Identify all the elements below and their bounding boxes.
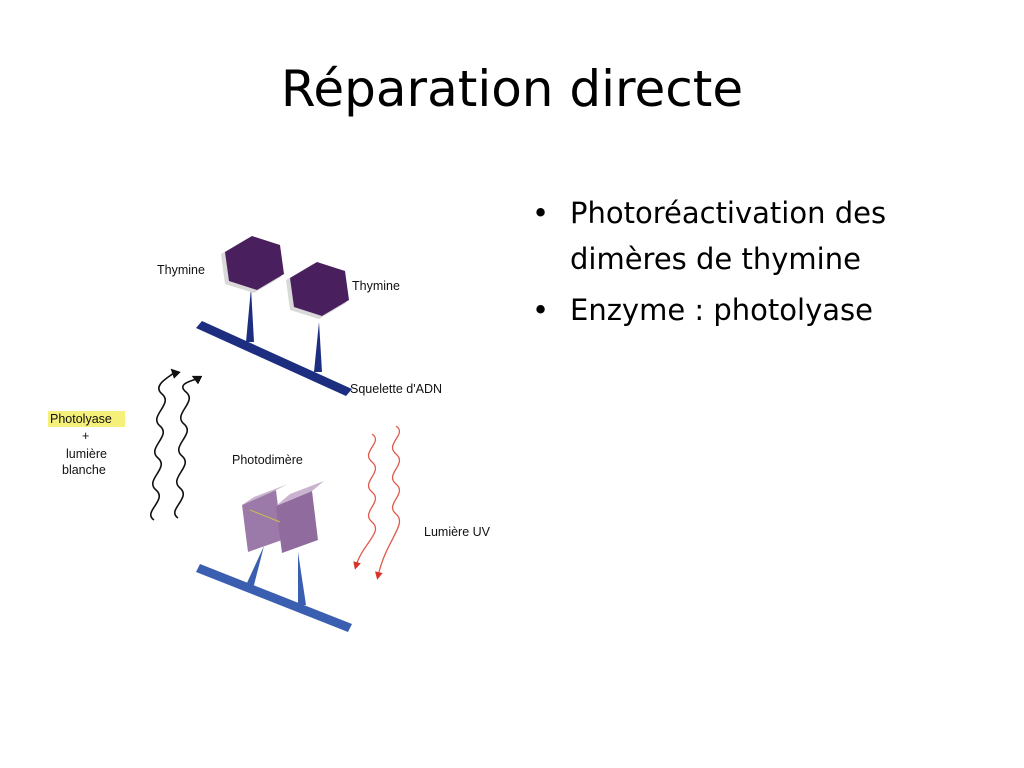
dna-backbone-top xyxy=(196,321,352,396)
photodimer-block-left xyxy=(242,490,282,552)
white-light-wave-outer xyxy=(150,368,181,521)
label-uv-light: Lumière UV xyxy=(424,525,491,539)
thymine-hexagon-right xyxy=(290,262,349,316)
bullet-text: Photoréactivation des dimères de thymine xyxy=(570,196,887,277)
bottom-dna-strand xyxy=(196,481,352,632)
dimer-stalk-right xyxy=(298,552,306,605)
bullet-item-photoreactivation: • Photoréactivation des dimères de thymi… xyxy=(532,190,992,283)
uv-wave-inner xyxy=(353,433,377,570)
label-thymine-right: Thymine xyxy=(352,279,400,293)
bullet-item-enzyme: • Enzyme : photolyase xyxy=(532,287,992,333)
dimer-stalk-left xyxy=(246,546,264,585)
photolyase-highlight xyxy=(48,411,125,427)
label-white-light-line2: blanche xyxy=(62,463,106,477)
dna-backbone-bottom xyxy=(196,564,352,632)
thymine-stalk-right xyxy=(314,322,322,372)
bullet-marker: • xyxy=(532,196,550,230)
photoreactivation-diagram: Thymine Thymine Squelette d'ADN Photolya… xyxy=(48,236,491,632)
thymine-hexagon-left xyxy=(225,236,284,290)
photodimer-block-right-top xyxy=(276,481,324,506)
label-white-light-line1: lumière xyxy=(66,447,107,461)
bullet-marker: • xyxy=(532,292,550,327)
label-photodimer: Photodimère xyxy=(232,453,303,467)
label-thymine-left: Thymine xyxy=(157,263,205,277)
white-light-wave-inner xyxy=(174,375,203,519)
slide-title: Réparation directe xyxy=(280,60,744,118)
photodimer-bond xyxy=(249,509,281,523)
label-backbone: Squelette d'ADN xyxy=(350,382,442,396)
photodimer-block-right xyxy=(276,491,318,553)
photodimer-block-left-top xyxy=(242,484,288,505)
white-light-waves xyxy=(150,368,203,521)
bullet-text: Enzyme : photolyase xyxy=(570,292,873,327)
uv-light-waves xyxy=(353,425,401,580)
thymine-stalk-left xyxy=(246,288,254,342)
label-plus: + xyxy=(82,429,89,443)
bullet-list: • Photoréactivation des dimères de thymi… xyxy=(532,190,992,337)
label-photolyase: Photolyase xyxy=(50,412,112,426)
uv-wave-outer xyxy=(375,425,401,580)
top-dna-strand xyxy=(196,236,352,396)
